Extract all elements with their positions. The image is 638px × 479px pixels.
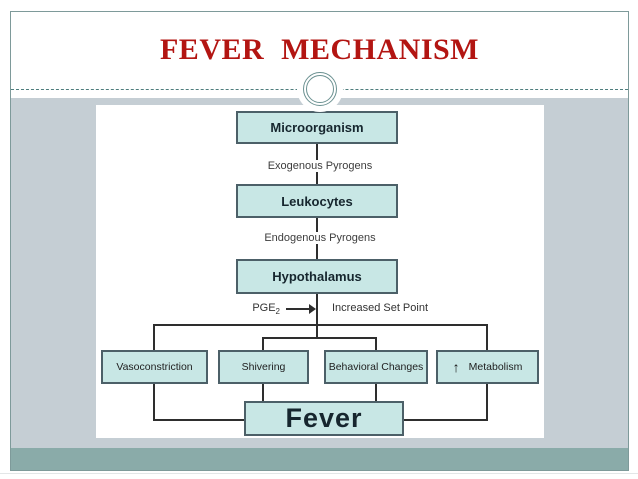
flow-box-fever: Fever [244,401,404,436]
connector-metabolism-fever [486,384,488,421]
flow-box-hypothalamus: Hypothalamus [236,259,398,294]
connector-branch-shivering [262,337,264,350]
flow-box-behavioral-changes-label: Behavioral Changes [328,361,424,373]
edge-label-exogenous-pyrogens: Exogenous Pyrogens [263,160,377,172]
flow-box-microorganism: Microorganism [236,111,398,144]
pge-base-text: PGE [252,302,276,314]
circle-ornament-icon [303,72,337,106]
flow-box-shivering: Shivering [218,350,309,384]
connector-branch-metabolism [486,324,488,350]
flow-box-microorganism-label: Microorganism [270,120,364,135]
connector-behavioral-changes-fever [375,384,377,401]
flow-box-behavioral-changes: Behavioral Changes [324,350,428,384]
connector-shivering-fever [262,384,264,401]
edge-label-endogenous-pyrogens: Endogenous Pyrogens [260,232,380,244]
increased-set-point-label: Increased Set Point [332,302,429,314]
flow-box-fever-label: Fever [285,403,363,433]
flow-box-leukocytes: Leukocytes [236,184,398,218]
footer-band [11,448,628,470]
flow-box-vasoconstriction-label: Vasoconstriction [116,361,193,373]
arrow-right-icon [309,304,316,314]
flow-box-leukocytes-label: Leukocytes [281,193,353,209]
slide: FEVER MECHANISM Microorganism Exogenous … [10,11,629,471]
flow-box-shivering-label: Shivering [241,361,286,373]
connector-elbow-right [404,419,488,421]
connector-branch-vasoconstriction [153,324,155,350]
flow-box-vasoconstriction: Vasoconstriction [101,350,208,384]
branch-line-inner [262,337,377,339]
branch-line-outer [153,324,488,326]
flow-box-metabolism: ↑ Metabolism [436,350,539,384]
connector-hypothalamus-branch [316,294,318,339]
pge-subscript: 2 [275,307,280,317]
connector-elbow-left [153,419,244,421]
flow-box-hypothalamus-label: Hypothalamus [272,269,362,284]
diagram-panel: Microorganism Exogenous Pyrogens Leukocy… [96,105,544,438]
connector-branch-behavioral-changes [375,337,377,350]
flow-box-metabolism-label: Metabolism [468,361,523,373]
connector-vasoconstriction-fever [153,384,155,421]
slide-title: FEVER MECHANISM [159,33,479,66]
bottom-rule [0,473,638,474]
pge-arrow-line [286,308,310,310]
up-arrow-icon: ↑ [452,359,460,375]
pge-label: PGE2 [242,302,280,316]
